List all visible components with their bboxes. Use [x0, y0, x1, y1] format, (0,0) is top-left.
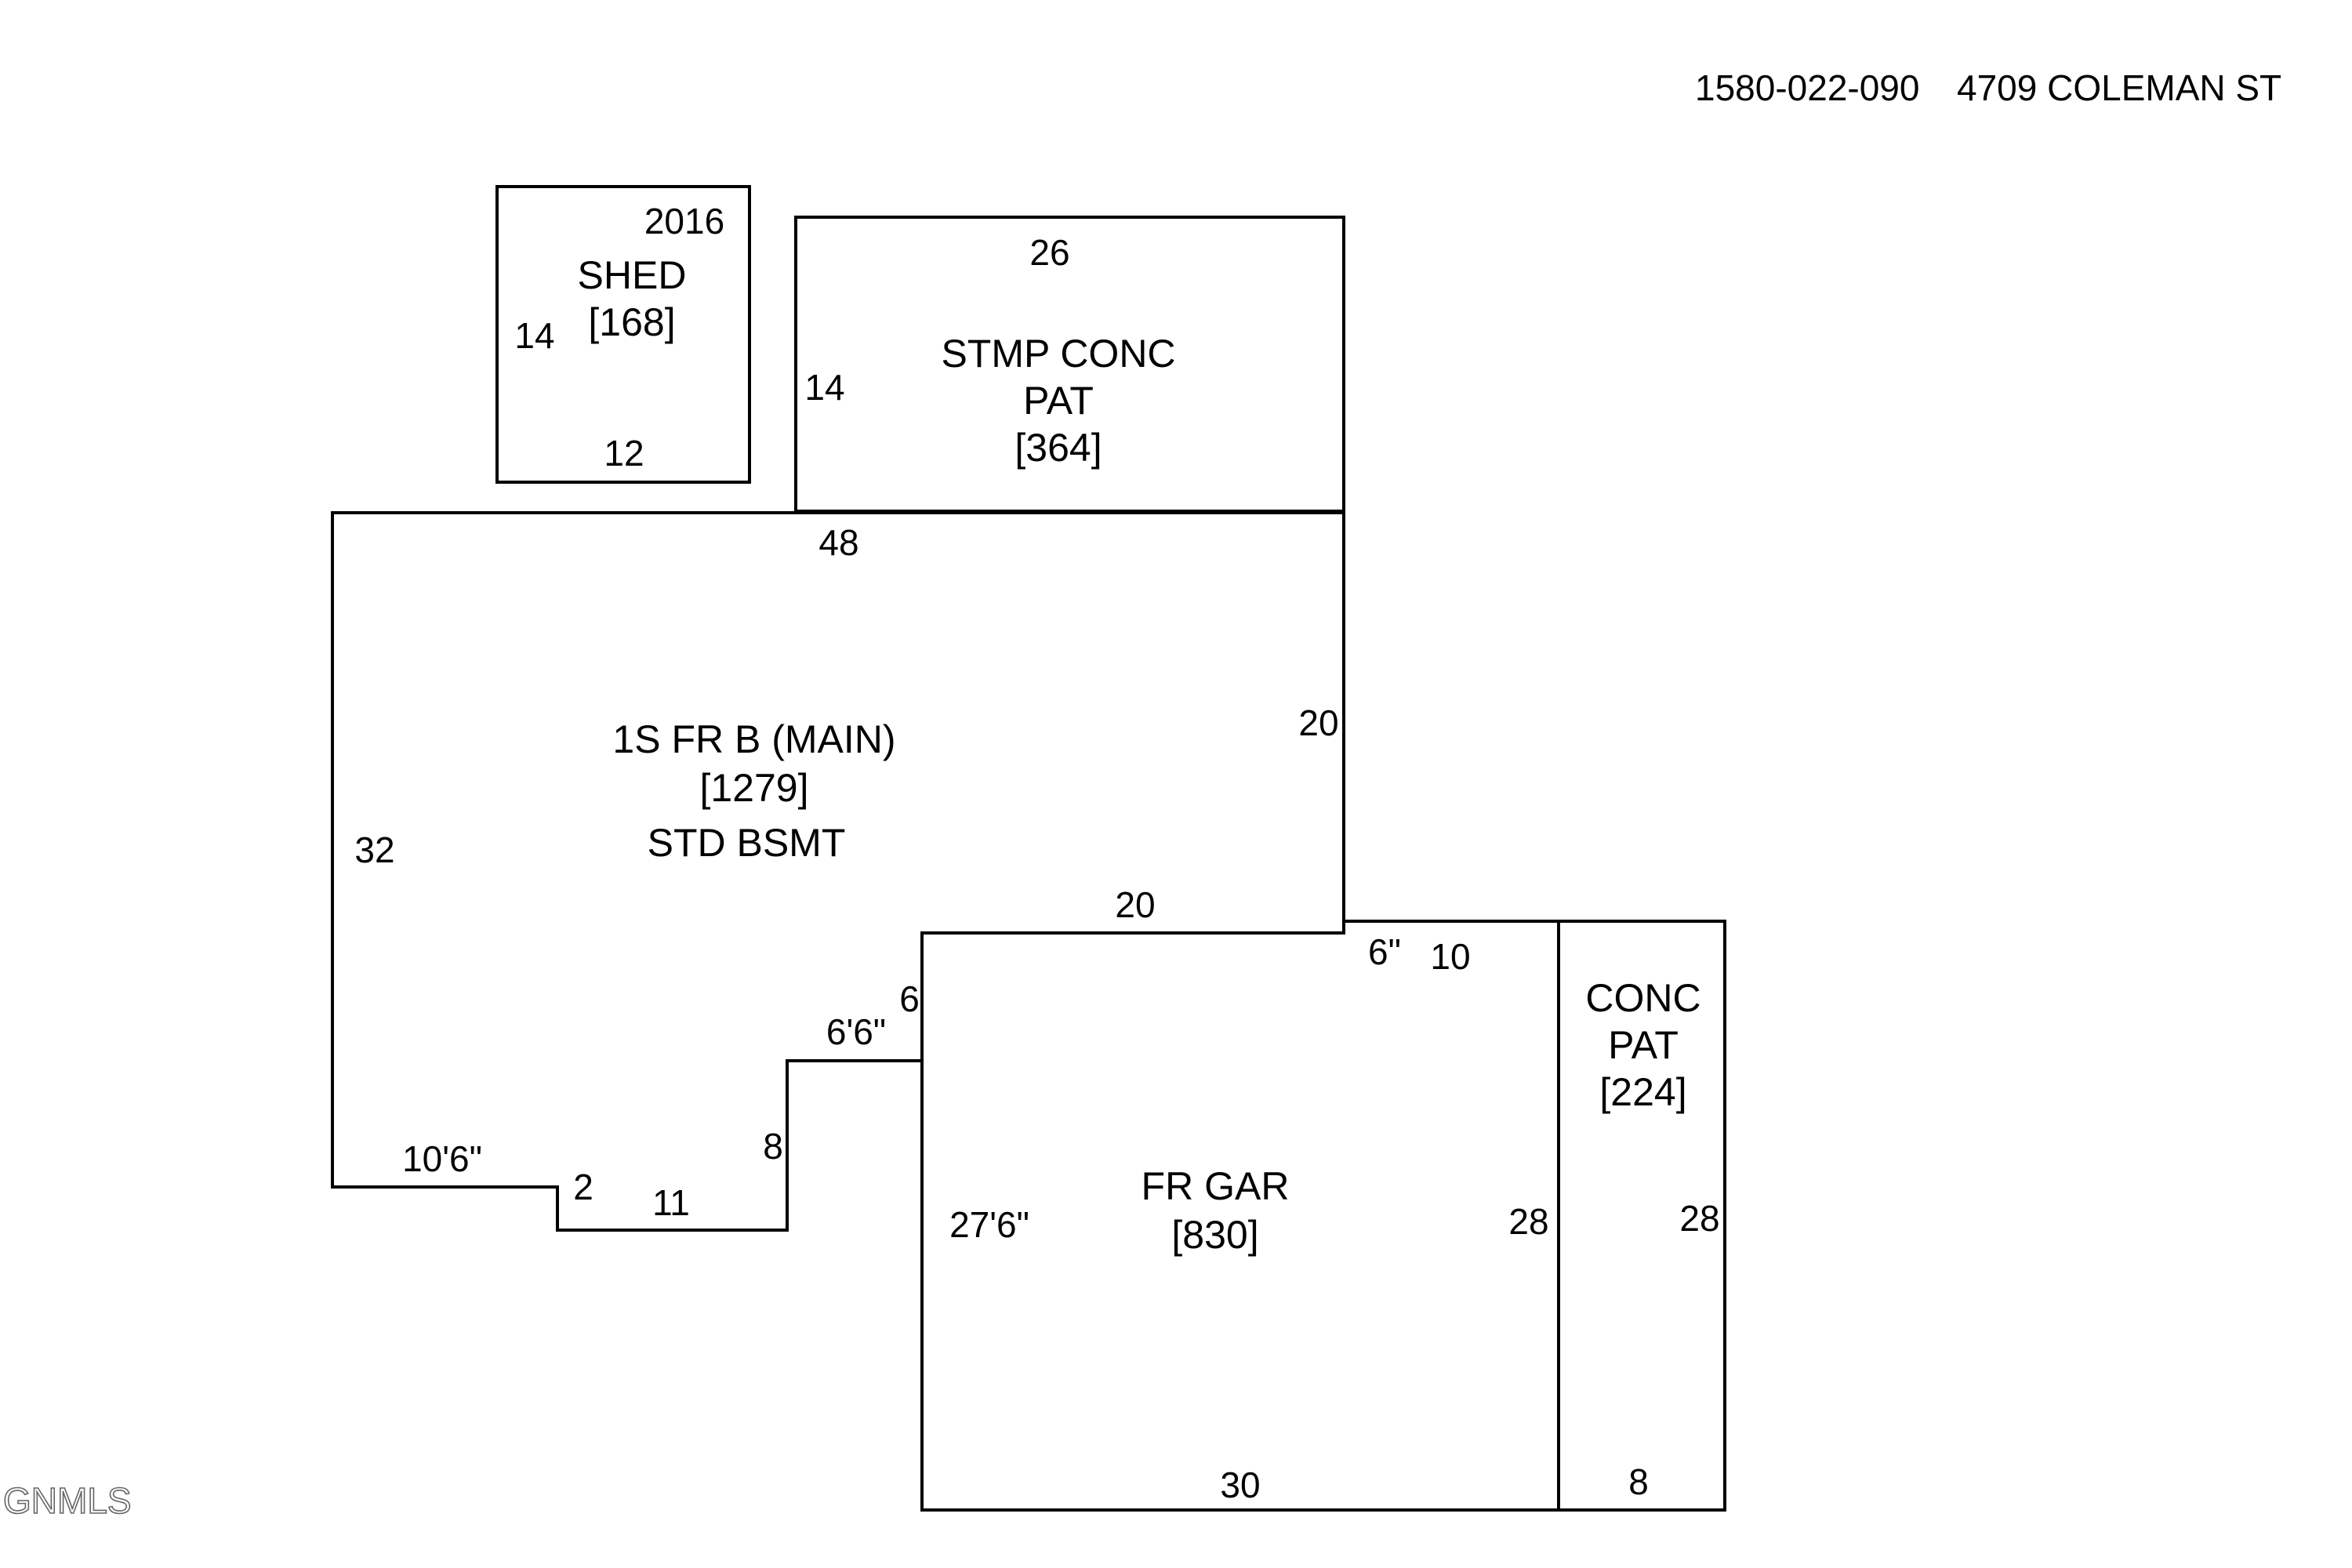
side-patio-label-1: CONC	[1585, 976, 1700, 1020]
side-patio-size: [224]	[1599, 1070, 1686, 1114]
shed-size: [168]	[588, 300, 675, 344]
main-basement: STD BSMT	[648, 821, 846, 865]
stamped-patio-size: [364]	[1014, 426, 1102, 470]
side-patio-outline	[1557, 920, 1726, 1512]
stamped-patio-label-2: PAT	[1023, 379, 1094, 423]
garage-label: FR GAR	[1142, 1164, 1290, 1208]
main-step-8-dim: 8	[763, 1126, 783, 1167]
side-patio-right-dim: 28	[1679, 1198, 1719, 1239]
main-notch-2-dim: 2	[573, 1167, 593, 1207]
garage-top-dim: 10	[1430, 936, 1470, 977]
main-house-outline	[331, 511, 1345, 1232]
garage-offset-dim: 6"	[1368, 931, 1401, 972]
garage-left-dim: 27'6"	[949, 1204, 1029, 1245]
shed-bottom-dim: 12	[604, 433, 644, 474]
property-address: 4709 COLEMAN ST	[1957, 67, 2281, 108]
stamped-patio-left-dim: 14	[804, 367, 844, 408]
gnmls-watermark: GNMLS	[3, 1480, 132, 1521]
main-top-dim: 48	[818, 522, 858, 563]
main-left-dim: 32	[354, 829, 394, 870]
main-bottom-11-dim: 11	[652, 1182, 690, 1223]
garage-right-dim: 28	[1508, 1201, 1548, 1242]
shed-name: SHED	[578, 253, 687, 297]
garage-size: [830]	[1171, 1213, 1258, 1257]
shed-left-dim: 14	[514, 315, 554, 356]
stamped-patio-label-1: STMP CONC	[941, 332, 1175, 376]
garage-bottom-dim: 30	[1220, 1465, 1260, 1505]
side-patio-bottom-dim: 8	[1628, 1461, 1649, 1502]
main-bottom-left-dim: 10'6"	[402, 1138, 482, 1179]
shed-year: 2016	[644, 201, 724, 241]
main-label: 1S FR B (MAIN)	[612, 717, 895, 761]
main-lower-top-dim: 20	[1115, 884, 1155, 925]
stamped-patio-top-dim: 26	[1029, 232, 1069, 273]
parcel-id: 1580-022-090	[1695, 67, 1919, 108]
main-step-6-6-dim: 6'6"	[826, 1011, 886, 1052]
side-patio-label-2: PAT	[1608, 1023, 1679, 1067]
shed-outline	[495, 185, 751, 484]
main-right-dim: 20	[1298, 702, 1338, 743]
main-step-6-dim: 6	[899, 978, 920, 1019]
main-size: [1279]	[699, 766, 808, 810]
